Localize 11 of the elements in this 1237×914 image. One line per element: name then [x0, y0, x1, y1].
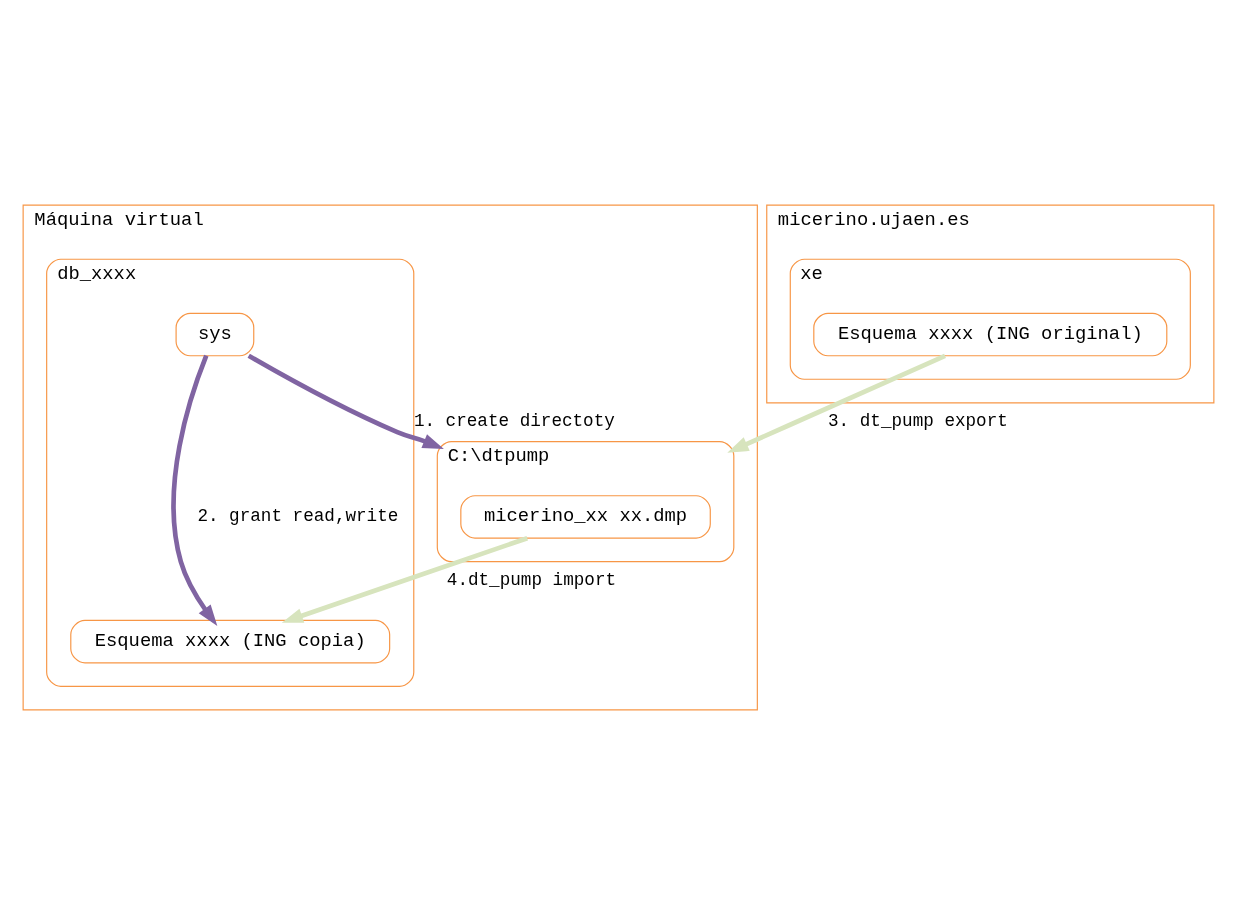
node-box: sys: [175, 312, 255, 356]
edge-label: 4.dt_pump import: [446, 569, 617, 590]
arrow: [727, 353, 946, 453]
arrow: [247, 353, 444, 449]
node-box: micerino_xx xx.dmp: [460, 494, 711, 539]
edge-label: 1. create directoty: [413, 410, 615, 431]
arrow: [171, 354, 218, 626]
node-box: Esquema xxxx (ING original): [813, 312, 1168, 356]
edge-label: 3. dt_pump export: [828, 410, 1008, 431]
node-box: Esquema xxxx (ING copia): [70, 619, 391, 663]
edge-label: 2. grant read,write: [197, 505, 399, 526]
